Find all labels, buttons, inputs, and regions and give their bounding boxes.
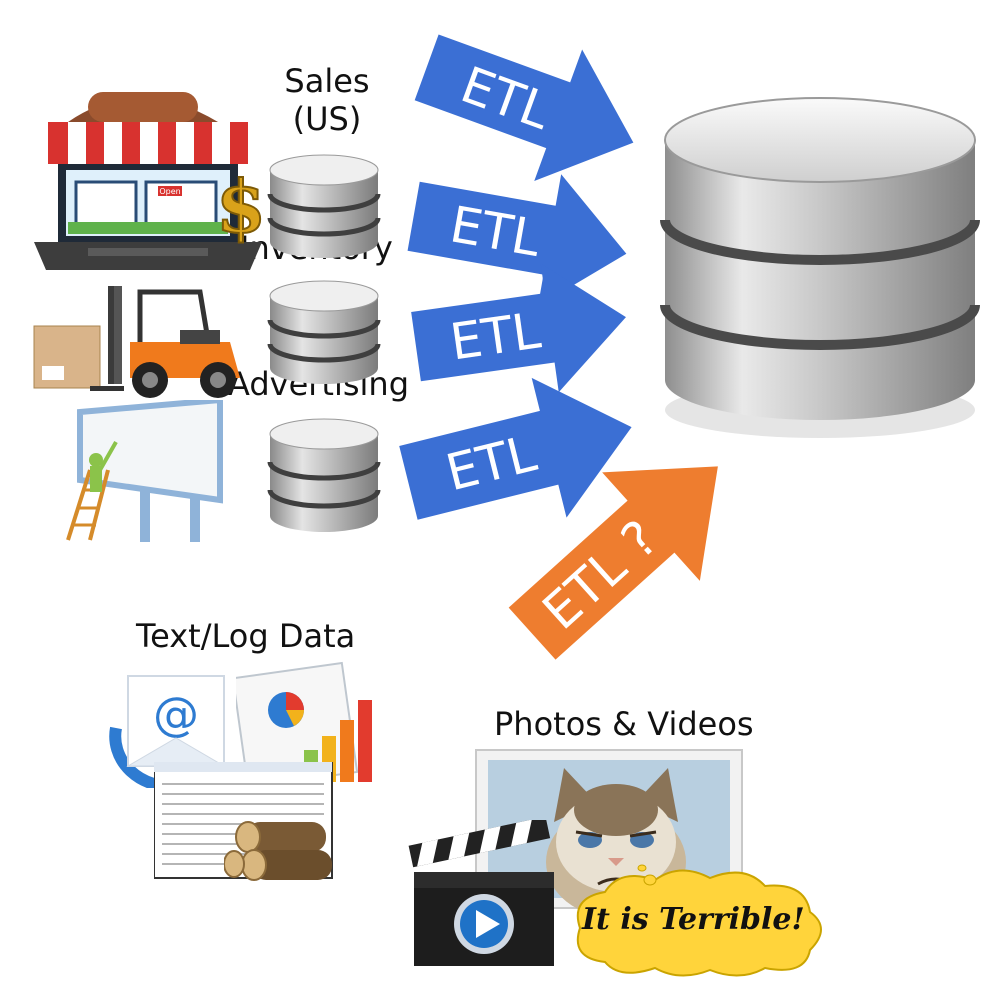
speech-bubble-text: It is Terrible!: [582, 902, 805, 937]
billboard-advertising-icon: [60, 400, 235, 542]
forklift-inventory-icon: [30, 282, 250, 400]
etl-arrow-1: ETL: [410, 20, 650, 190]
etl-label-1: ETL: [454, 56, 559, 141]
advertising-db-icon: [266, 416, 382, 540]
etl-question-arrow: ETL ?: [490, 435, 760, 665]
etl-arrow-4: ETL: [395, 375, 645, 535]
report-chart-icon: [236, 660, 386, 788]
open-sign: Open: [159, 187, 180, 196]
sales-db-icon: [266, 152, 382, 264]
text-log-data-label: Text/Log Data: [136, 617, 356, 655]
speech-bubble: It is Terrible!: [560, 858, 840, 980]
wooden-logs-icon: [224, 816, 336, 886]
inventory-db-icon: [266, 278, 382, 390]
svg-text:@: @: [153, 687, 199, 741]
etl-arrow-3: ETL: [405, 262, 635, 402]
photos-videos-label: Photos & Videos: [494, 705, 754, 743]
etl-arrow-2: ETL: [400, 160, 640, 310]
video-clapperboard-icon: [408, 820, 560, 968]
data-warehouse-cylinder-icon: [650, 80, 990, 440]
online-store-laptop-icon: Open $: [28, 82, 268, 282]
svg-text:$: $: [216, 164, 266, 249]
sales-us-label: Sales (US): [284, 62, 370, 138]
etl-label-3: ETL: [447, 301, 544, 371]
